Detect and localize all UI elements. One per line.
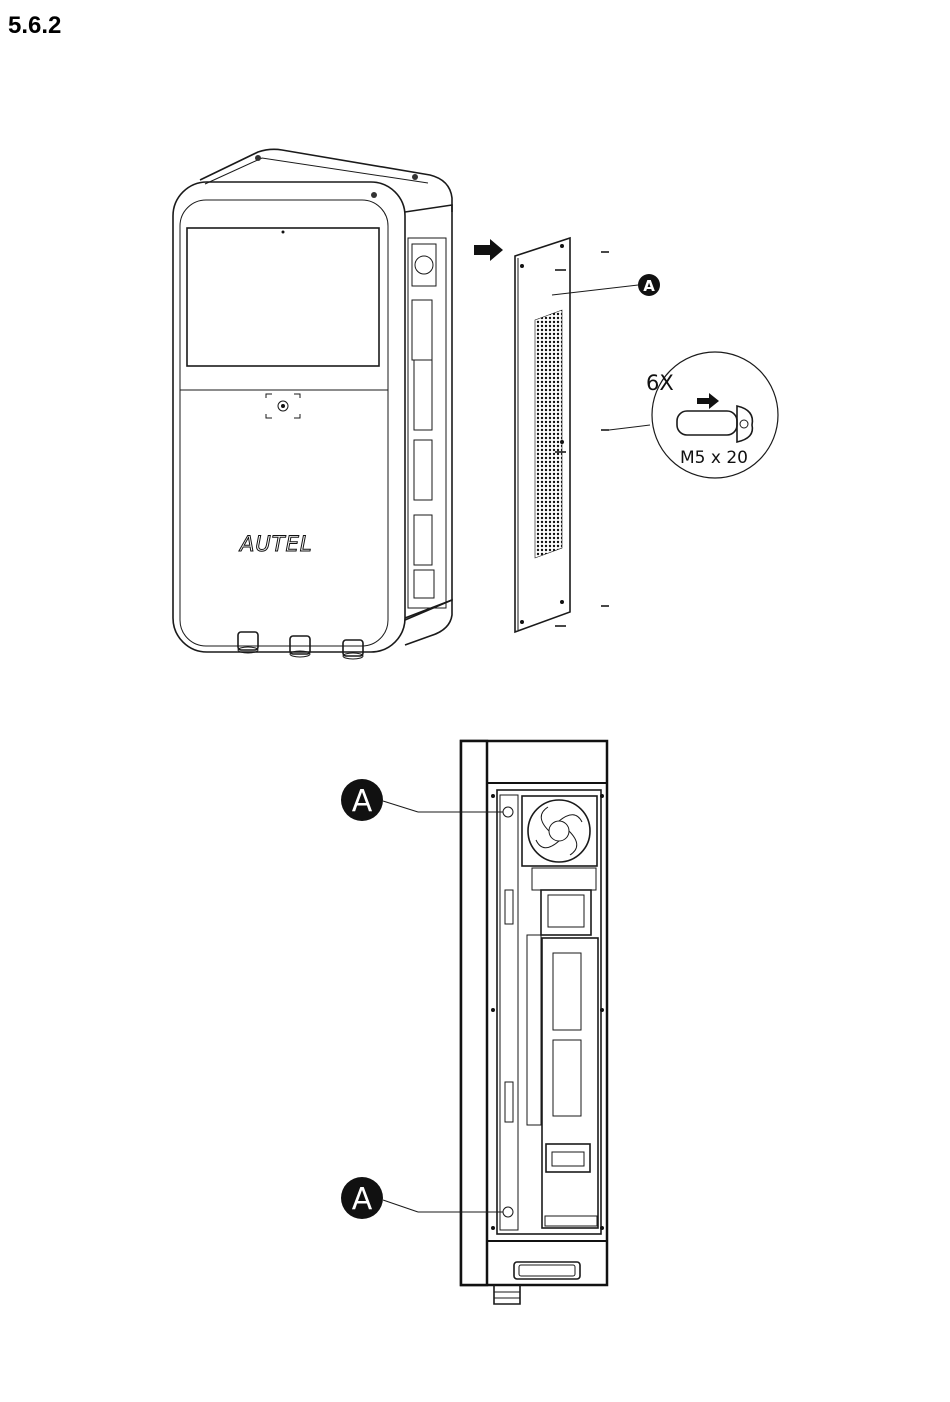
screw-detail-bubble: 6X M5 x 20 [609,352,778,478]
callout-label-upper: A [352,784,373,819]
charger-isometric-view: AUTEL [173,149,452,659]
callout-label-lower: A [352,1182,373,1217]
callout-label: A [643,277,655,295]
brand-logo: AUTEL [238,532,313,556]
screw-icon [555,252,609,626]
arrow-right-icon [474,239,503,261]
screw-spec: M5 x 20 [680,448,748,468]
charger-side-view [461,741,607,1304]
side-panel-removed [515,238,570,632]
rfid-reader-icon [266,394,300,418]
screw-quantity: 6X [646,371,674,395]
